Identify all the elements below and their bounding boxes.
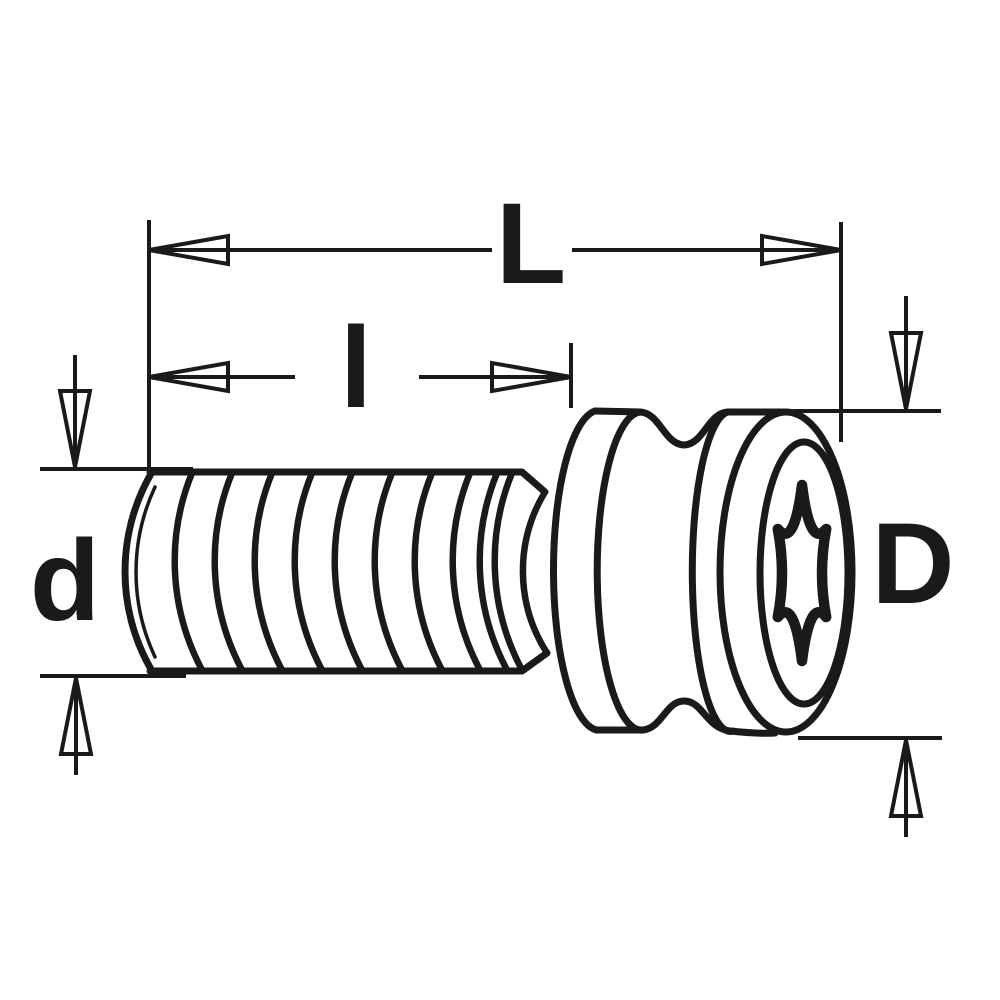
thread-arc [331, 469, 366, 674]
collar-front-rim-arc [593, 408, 647, 734]
arrowhead-right-icon [490, 360, 572, 394]
thread-arc [491, 469, 526, 674]
dimension-thread-diameter: d [30, 355, 193, 775]
arrowhead-down-icon [888, 331, 924, 410]
head-back-rim-arc [688, 408, 737, 735]
thread-arc [211, 469, 246, 674]
thread-arc [371, 469, 406, 674]
arrowhead-up-icon [58, 677, 94, 756]
arrowhead-left-icon [148, 360, 230, 394]
thread-arc [449, 469, 484, 674]
shank-tip-chamfer-arc [134, 485, 157, 659]
neck-arc [519, 488, 551, 657]
shank-tip-outer-arc [121, 468, 156, 675]
dimension-thread-length: l [148, 304, 573, 432]
thread-arc [171, 469, 206, 674]
torx-socket-star [772, 479, 832, 667]
head-bottom-silhouette [593, 697, 779, 737]
head-face-ellipse [716, 408, 856, 736]
label-thread-length: l [340, 304, 372, 432]
thread-arc [476, 469, 511, 674]
thread-lines [171, 469, 526, 674]
arrowhead-up-icon [888, 739, 924, 818]
label-overall-length: L [496, 180, 566, 308]
dimension-overall-length: L [147, 180, 843, 470]
thread-arc [251, 469, 286, 674]
thread-arc [291, 469, 326, 674]
label-head-diameter: D [871, 500, 954, 628]
shank-bottom-edge [146, 649, 551, 675]
arrowhead-right-icon [760, 233, 842, 267]
arrowhead-left-icon [148, 233, 230, 267]
collar-back-rim-arc [550, 407, 601, 734]
dimension-head-diameter: D [793, 296, 955, 837]
thread-arc [411, 469, 446, 674]
arrowhead-down-icon [57, 389, 93, 468]
head-top-silhouette [591, 407, 790, 449]
head-chamfer-ellipse [756, 438, 852, 708]
screw-head [550, 407, 856, 737]
label-thread-diameter: d [30, 517, 100, 645]
